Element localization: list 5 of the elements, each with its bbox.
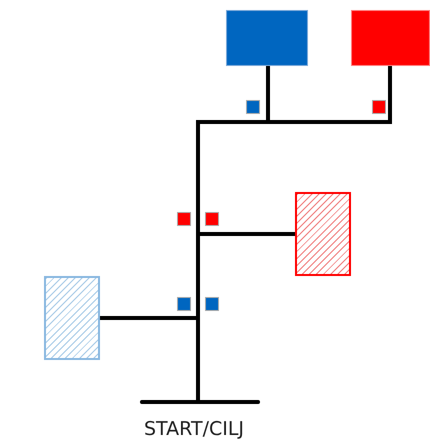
solid-box — [351, 10, 430, 66]
hatched-area-box — [295, 192, 351, 276]
start-label: START/CILJ — [142, 418, 246, 440]
hatched-area-box — [44, 276, 100, 360]
solid-box — [226, 10, 308, 66]
